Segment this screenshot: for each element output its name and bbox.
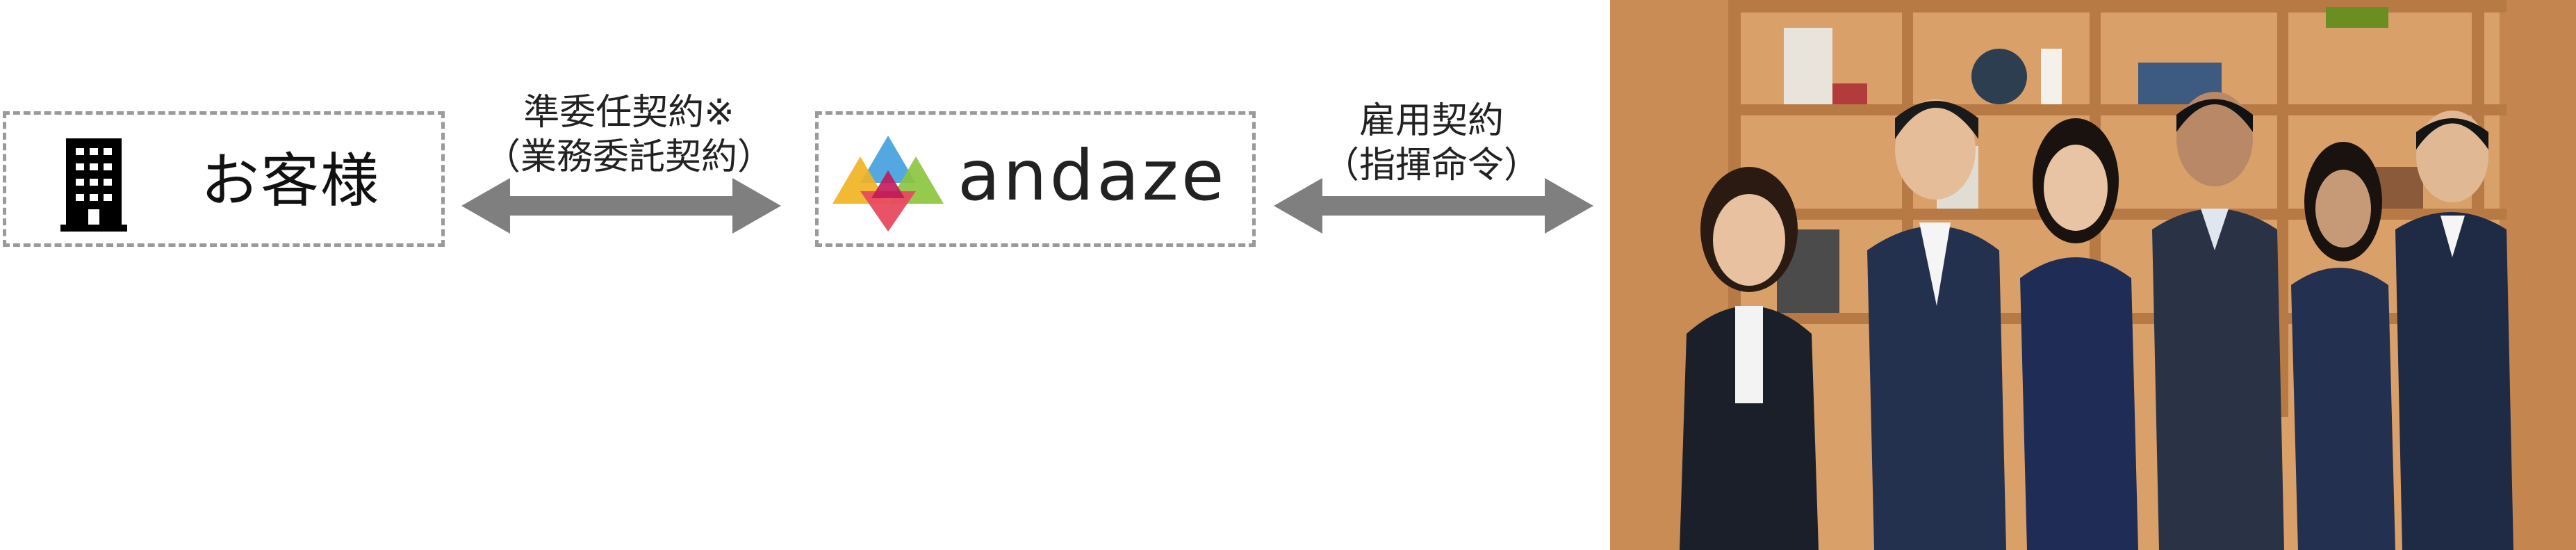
customer-label: お客様 <box>201 147 381 215</box>
andaze-logo-icon <box>832 136 944 232</box>
contract-label-line1: 準委任契約※ <box>523 92 735 134</box>
building-icon <box>60 138 127 232</box>
contract-label-employment: 雇用契約 （指揮命令） <box>1272 99 1591 188</box>
customer-box: お客様 <box>3 111 445 247</box>
contract-label-line2: （指揮命令） <box>1322 145 1540 186</box>
team-photo <box>1610 0 2576 550</box>
contract-label-line2: （業務委託契約） <box>484 136 773 178</box>
double-arrow-icon <box>461 178 781 234</box>
contract-label-outsourcing: 準委任契約※ （業務委託契約） <box>479 90 778 179</box>
company-box: andaze <box>815 111 1256 247</box>
brand-name: andaze <box>958 135 1227 216</box>
double-arrow-icon <box>1274 178 1593 234</box>
contract-label-line1: 雇用契約 <box>1359 100 1504 142</box>
